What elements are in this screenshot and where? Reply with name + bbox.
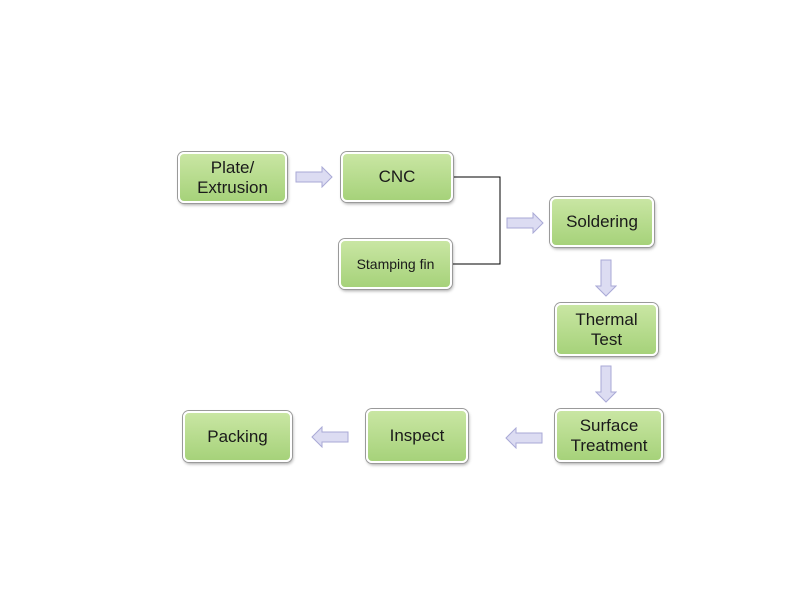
arrow-right-icon: [506, 212, 544, 234]
step-cnc-label: CNC: [378, 167, 416, 186]
arrow-right-icon: [295, 166, 333, 188]
step-soldering-label: Soldering: [566, 212, 638, 231]
step-thermal-test: Thermal Test: [555, 303, 658, 356]
step-stamping-fin-label: Stamping fin: [356, 256, 435, 272]
arrow-down-icon: [595, 365, 617, 403]
step-surface-treatment: Surface Treatment: [555, 409, 663, 462]
step-packing: Packing: [183, 411, 292, 462]
step-plate-extrusion-label: Plate/ Extrusion: [197, 157, 268, 197]
step-inspect-label: Inspect: [389, 426, 445, 445]
step-packing-label: Packing: [207, 426, 268, 446]
step-soldering: Soldering: [550, 197, 654, 247]
step-thermal-test-label: Thermal Test: [575, 309, 638, 349]
arrow-down-icon: [595, 259, 617, 297]
arrow-left-icon: [311, 426, 349, 448]
step-plate-extrusion: Plate/ Extrusion: [178, 152, 287, 203]
step-surface-treatment-label: Surface Treatment: [570, 415, 648, 455]
step-stamping-fin: Stamping fin: [339, 239, 452, 289]
arrow-left-icon: [505, 427, 543, 449]
step-cnc: CNC: [341, 152, 453, 202]
step-inspect: Inspect: [366, 409, 468, 463]
